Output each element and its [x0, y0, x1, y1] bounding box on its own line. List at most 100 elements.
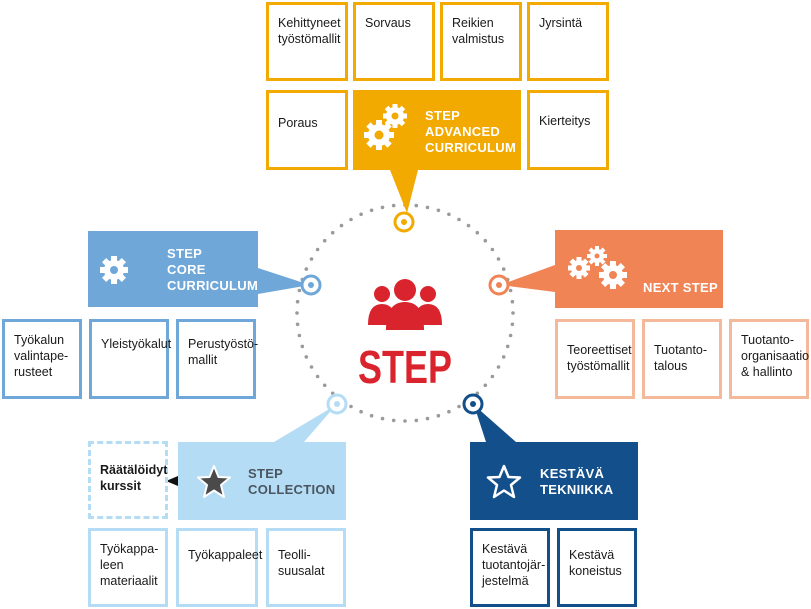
ring-dot: [380, 416, 385, 421]
ring-dot: [315, 247, 320, 252]
dotted-ring: [295, 203, 515, 423]
collection-box-2: Työkappaleet: [176, 528, 262, 607]
ring-dot: [425, 416, 430, 421]
ring-dot: [496, 257, 501, 261]
kestava-box-2: Kestävä koneistus: [557, 528, 637, 607]
ring-dot: [447, 409, 451, 414]
ring-dot: [490, 247, 495, 252]
kestava-panel: KESTÄVÄ TEKNIIKKA: [470, 442, 638, 520]
next-callout-pointer: [500, 265, 555, 292]
advanced-box-5: Poraus: [266, 90, 348, 170]
advanced-box-3: Reikien valmistus: [440, 2, 522, 81]
ring-dot: [309, 257, 314, 261]
advanced-box-4: Jyrsintä: [527, 2, 609, 81]
kestava-box-1-label: Kestävä tuotantojär- jestelmä: [482, 542, 546, 588]
ring-dot: [501, 267, 506, 271]
ring-dot: [369, 208, 374, 213]
ring-dot: [425, 205, 430, 210]
ring-dot: [475, 230, 480, 235]
ring-dot: [403, 419, 407, 423]
ring-dot: [297, 288, 302, 293]
ring-dot: [466, 223, 471, 228]
ring-dot: [359, 409, 363, 414]
advanced-box-1: Kehittyneet työstömallit: [266, 2, 348, 81]
advanced-box-5-label: Poraus: [278, 116, 318, 130]
ring-dot: [511, 311, 515, 315]
ring-dot: [315, 374, 320, 379]
ring-dot: [496, 365, 501, 369]
kestava-box-2-label: Kestävä koneistus: [569, 548, 622, 578]
advanced-box-3-label: Reikien valmistus: [452, 16, 505, 46]
ring-dot: [436, 413, 441, 418]
next-box-1: Teoreettiset työstömallit: [555, 319, 635, 399]
kestava-title: KESTÄVÄ TEKNIIKKA: [540, 466, 614, 497]
core-title: STEP CORE CURRICULUM: [167, 246, 259, 293]
ring-dot: [457, 404, 461, 409]
ring-dot: [295, 311, 299, 315]
core-box-3: Perustyöstö- mallit: [176, 319, 259, 399]
next-box-2-label: Tuotanto- talous: [654, 343, 708, 373]
next-title: NEXT STEP: [643, 280, 718, 295]
center-title: STEP: [358, 341, 452, 393]
advanced-node-marker: [393, 211, 415, 233]
core-box-1: Työkalun valintape- rusteet: [2, 319, 82, 399]
star-icon: [197, 465, 231, 498]
ring-dot: [508, 288, 513, 293]
ring-dot: [300, 344, 305, 349]
ring-dot: [295, 322, 300, 327]
collection-callout-pointer: [274, 405, 336, 442]
ring-dot: [501, 355, 506, 359]
ring-dot: [330, 230, 335, 235]
ring-dot: [508, 333, 513, 338]
core-callout-pointer: [258, 268, 310, 294]
gear-icon: [100, 256, 128, 284]
gears-icon: [568, 246, 627, 289]
ring-dot: [483, 383, 488, 388]
gears-icon: [364, 104, 407, 150]
ring-dot: [304, 355, 309, 359]
collection-dashed-box: Räätälöidyt kurssit: [88, 441, 168, 519]
ring-dot: [436, 208, 441, 213]
core-box-2: Yleistyökalut: [89, 319, 172, 399]
ring-dot: [490, 374, 495, 379]
advanced-box-6: Kierteitys: [527, 90, 609, 170]
advanced-box-2-label: Sorvaus: [365, 16, 411, 30]
ring-dot: [510, 322, 515, 327]
advanced-box-2: Sorvaus: [353, 2, 435, 81]
advanced-panel: STEP ADVANCED CURRICULUM: [353, 90, 521, 170]
core-box-3-label: Perustyöstö- mallit: [188, 337, 259, 367]
next-panel: NEXT STEP: [555, 230, 723, 308]
collection-box-1-label: Työkappa- leen materiaalit: [100, 542, 159, 588]
ring-dot: [322, 238, 327, 243]
ring-dot: [322, 383, 327, 388]
collection-box-3-label: Teolli- suusalat: [278, 548, 325, 578]
star-icon: [486, 464, 522, 499]
collection-arrow: [166, 476, 178, 486]
ring-dot: [505, 344, 510, 349]
ring-dot: [359, 212, 363, 217]
ring-dot: [297, 333, 302, 338]
ring-dot: [510, 299, 515, 304]
next-box-3-label: Tuotanto- organisaatio & hallinto: [741, 333, 810, 379]
next-node-marker: [488, 274, 510, 296]
kestava-box-1: Kestävä tuotantojär- jestelmä: [470, 528, 550, 607]
ring-dot: [414, 418, 419, 423]
ring-dot: [457, 217, 461, 222]
ring-dot: [447, 212, 451, 217]
collection-node-marker: [326, 393, 348, 415]
core-box-2-label: Yleistyökalut: [101, 337, 172, 351]
ring-dot: [391, 203, 396, 208]
kestava-node-marker: [462, 393, 484, 415]
ring-dot: [349, 217, 353, 222]
advanced-box-4-label: Jyrsintä: [539, 16, 583, 30]
next-box-1-label: Teoreettiset työstömallit: [567, 343, 632, 373]
ring-dot: [483, 238, 488, 243]
collection-title: STEP COLLECTION: [248, 466, 336, 497]
core-panel: STEP CORE CURRICULUM: [88, 231, 258, 307]
collection-box-3: Teolli- suusalat: [266, 528, 346, 607]
next-box-2: Tuotanto- talous: [642, 319, 722, 399]
people-group-icon: [368, 279, 442, 330]
ring-dot: [304, 267, 309, 271]
core-box-1-label: Työkalun valintape- rusteet: [14, 333, 69, 379]
